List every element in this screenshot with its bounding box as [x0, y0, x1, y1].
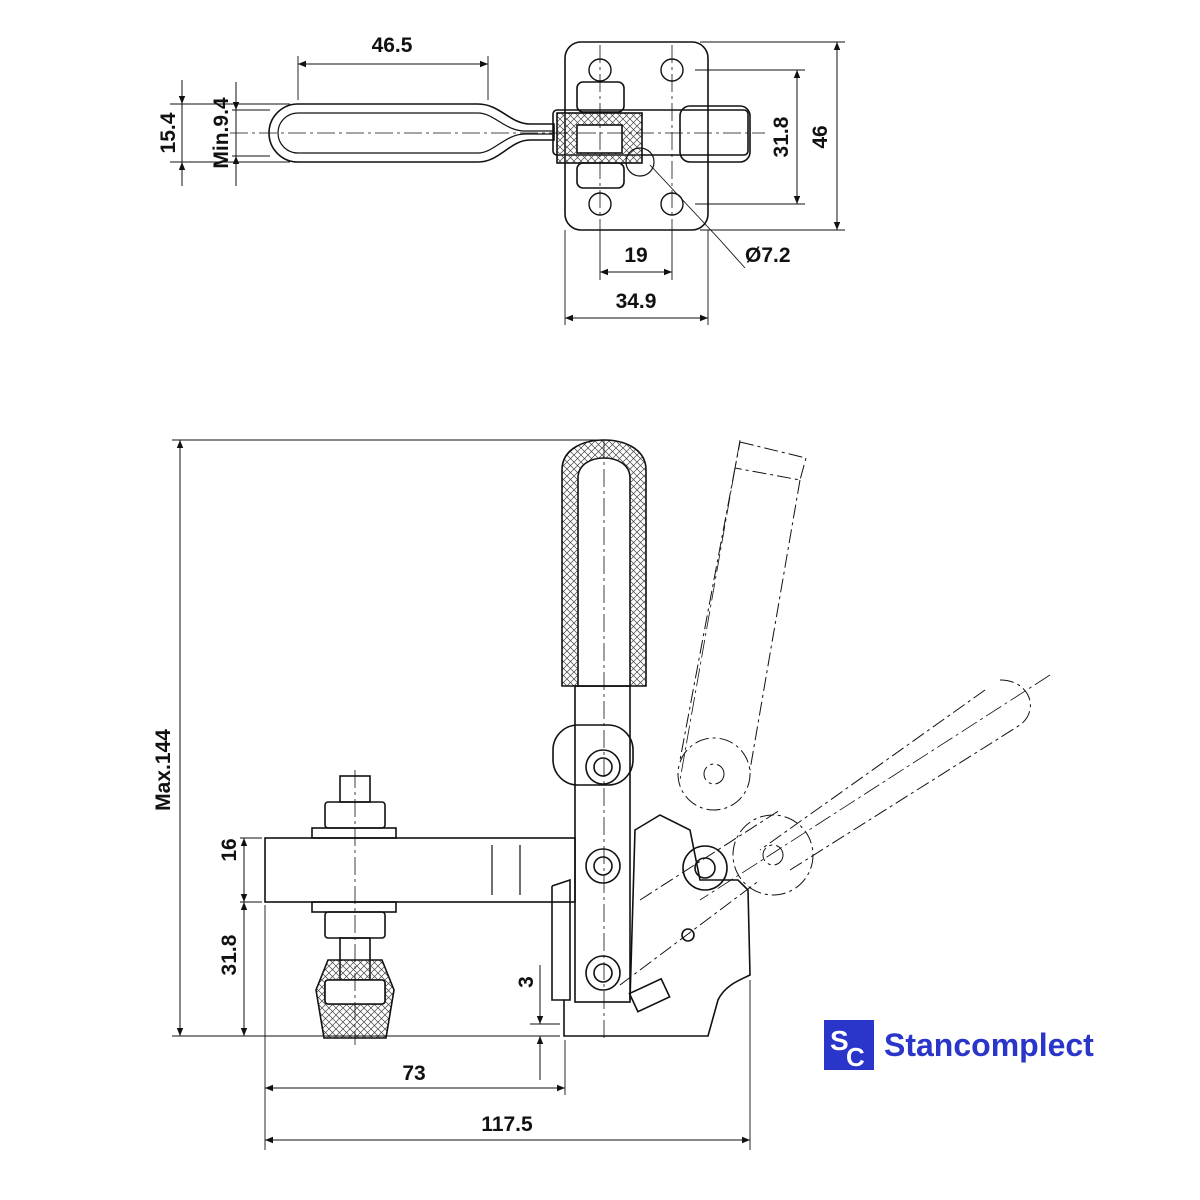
side-open-position-phantom	[619, 441, 1031, 986]
dim-top-base-width: 34.9	[616, 290, 657, 313]
dim-top-hole-spacing-v: 31.8	[770, 116, 793, 157]
svg-text:C: C	[846, 1042, 865, 1070]
dim-side-base-offset: 3	[515, 976, 538, 988]
dim-top-hole-diameter: Ø7.2	[745, 244, 791, 267]
dim-side-max-height: Max.144	[152, 729, 175, 811]
dim-side-reach: 73	[402, 1062, 425, 1085]
side-spindle	[311, 775, 397, 1039]
top-view	[170, 41, 845, 325]
brand-name: Stancomplect	[884, 1026, 1094, 1063]
top-handle	[268, 103, 555, 163]
svg-text:S: S	[830, 1025, 849, 1056]
dim-top-base-height: 46	[809, 125, 832, 148]
dim-top-hole-spacing-h: 19	[624, 244, 647, 267]
dim-side-bar-height: 16	[218, 838, 241, 861]
dim-side-total-length: 117.5	[481, 1113, 533, 1136]
stancomplect-logo-icon: S C	[824, 1020, 874, 1070]
dim-top-min-clearance: Min.9.4	[210, 97, 233, 169]
dim-top-handle-length: 46.5	[372, 34, 413, 57]
dim-side-spindle-height: 31.8	[218, 934, 241, 975]
side-base-body	[551, 814, 751, 1037]
brand-logo: S C Stancomplect	[824, 1020, 1094, 1070]
side-pivots	[585, 749, 728, 991]
side-clamp-bar	[264, 837, 576, 903]
dim-top-grip-width: 15.4	[157, 112, 180, 153]
side-view	[172, 439, 1051, 1150]
